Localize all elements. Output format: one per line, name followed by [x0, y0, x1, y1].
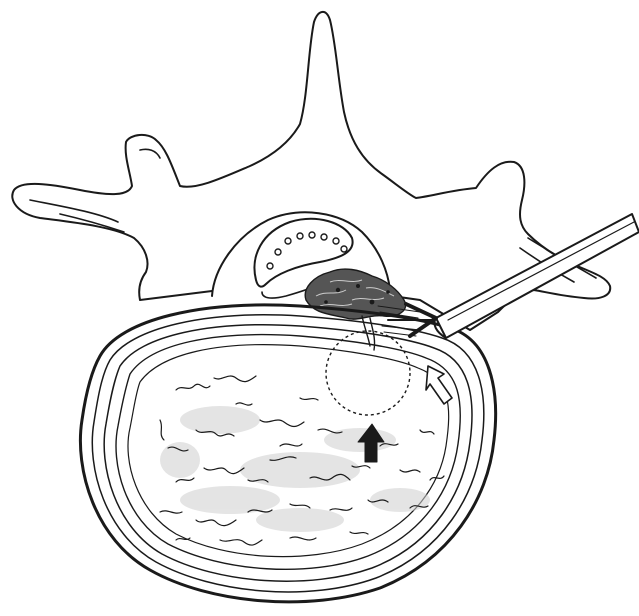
nucleus-mottle-gray	[160, 406, 430, 532]
nerve-rootlet	[333, 238, 339, 244]
nucleus-pulposus	[160, 376, 444, 545]
nerve-rootlet	[297, 233, 303, 239]
nerve-rootlet	[267, 263, 273, 269]
nerve-rootlet	[285, 238, 291, 244]
nerve-rootlet	[321, 234, 327, 240]
nerve-rootlet	[341, 246, 347, 252]
hollow-upward-arrow	[426, 366, 452, 404]
nerve-rootlet	[309, 232, 315, 238]
nerve-rootlet	[275, 249, 281, 255]
